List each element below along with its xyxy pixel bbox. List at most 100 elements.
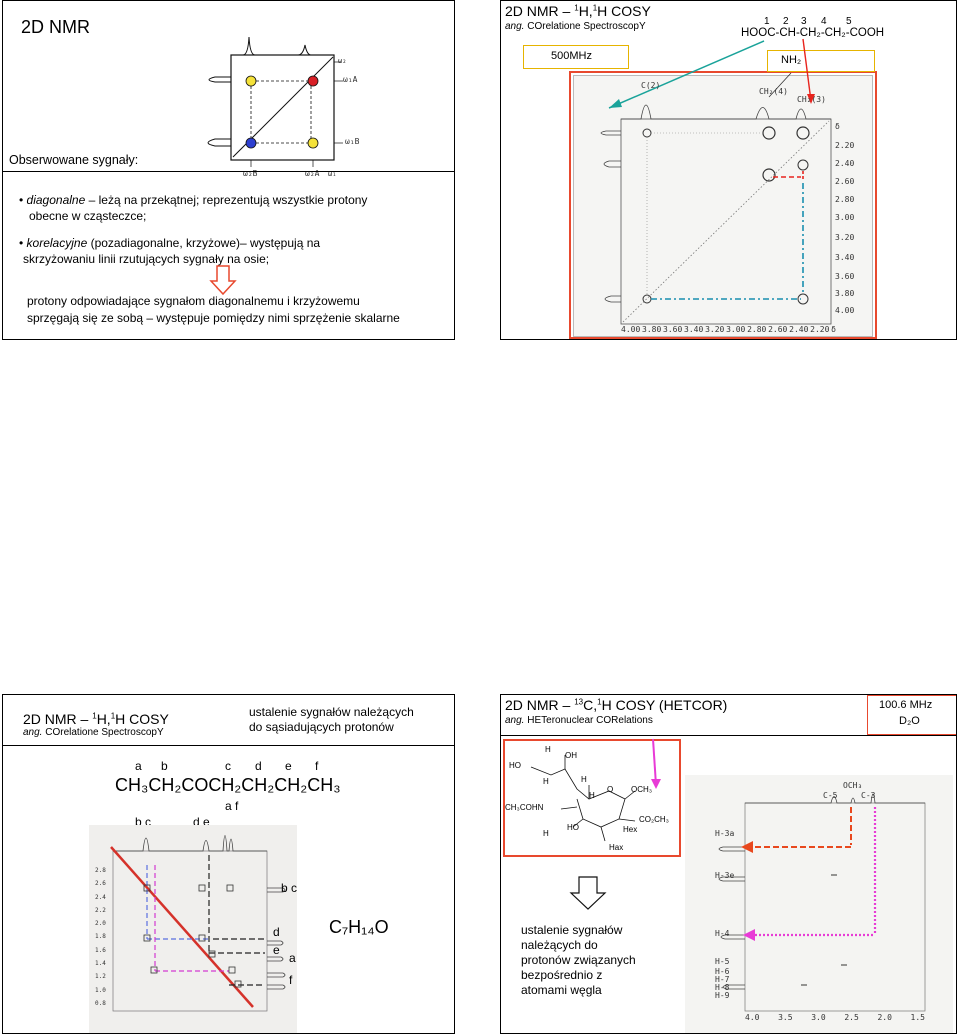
molecular-formula: C₇H₁₄O xyxy=(329,917,389,937)
caption-line4: bezpośrednio z xyxy=(521,968,603,982)
hetcor-label-h3e: H-3e xyxy=(715,871,735,880)
frequency-box xyxy=(867,695,956,735)
title-text: H COSY (HETCOR) xyxy=(601,697,728,713)
struct-h-7: H xyxy=(543,777,549,786)
slide-subtitle: ang. HETeronuclear CORelations xyxy=(505,715,653,726)
title-text: 2D NMR – xyxy=(505,697,575,713)
slide-hetcor: 2D NMR – 13C,1H COSY (HETCOR) ang. HETer… xyxy=(500,694,957,1034)
heading-underline xyxy=(3,171,454,172)
atom-number-4: 4 xyxy=(821,16,827,27)
spectrum-label-c2: C(2) xyxy=(641,81,661,90)
subtitle-ang: ang. xyxy=(23,727,43,738)
slide-title: 2D NMR – 13C,1H COSY (HETCOR) xyxy=(505,697,727,713)
bullet-correlation: • korelacyjne (pozadiagonalne, krzyżowe)… xyxy=(19,236,320,250)
x-tick: 3.20 xyxy=(705,325,725,334)
subtitle-ang: ang. xyxy=(505,715,525,726)
axis-omega2-label: ω₂ xyxy=(338,57,347,65)
title-text: H COSY xyxy=(115,711,169,727)
x-tick: 2.60 xyxy=(768,325,788,334)
label-f-right: f xyxy=(289,973,293,987)
solvent-label: D₂O xyxy=(899,715,920,727)
title-sup: 1 xyxy=(92,711,97,721)
caption-line1: ustalenie sygnałów xyxy=(521,923,623,937)
omega1-a-label: ω₁A xyxy=(343,75,358,84)
struct-h-5: H xyxy=(589,791,595,800)
letter-c: c xyxy=(225,759,231,773)
subtitle-text: COrelatione SpectroscopY xyxy=(524,21,646,32)
letter-d: d xyxy=(255,759,262,773)
struct-oh: OH xyxy=(565,751,577,760)
ppm-tick: 2.8 xyxy=(95,867,106,874)
label-e-right: e xyxy=(273,943,280,957)
frequency-label: 100.6 MHz xyxy=(879,699,933,711)
title-text: H, xyxy=(96,711,111,727)
label-bc-right: b c xyxy=(281,881,298,895)
ppm-tick: 2.5 xyxy=(844,1013,859,1022)
ppm-2-20: 2.20 xyxy=(835,141,855,150)
slide-title: 2D NMR – 1H,1H COSY xyxy=(23,711,169,727)
conclusion-line2: sprzęgają się ze sobą – występuje pomięd… xyxy=(27,311,400,325)
heading-line1: ustalenie sygnałów należących xyxy=(249,705,414,719)
spectrum-label-ch2-4: CH₂(4) xyxy=(759,87,788,96)
title-sup: 13 xyxy=(574,697,584,707)
struct-ho-ring: HO xyxy=(567,823,579,832)
title-underline xyxy=(501,735,956,736)
slide-cosy-example: 2D NMR – 1H,1H COSY ang. COrelatione Spe… xyxy=(500,0,957,340)
struct-ho-left: HO xyxy=(509,761,521,770)
struct-h-top: H xyxy=(545,745,551,754)
nh2-box xyxy=(767,50,875,72)
atom-number-3: 3 xyxy=(801,16,807,27)
slide-cosy-ketone: 2D NMR – 1H,1H COSY ang. COrelatione Spe… xyxy=(2,694,455,1034)
bullet-correlation-line2: skrzyżowaniu linii rzutujących sygnały n… xyxy=(23,252,270,266)
hetcor-label-h9: H-9 xyxy=(715,991,730,1000)
ppm-tick: 2.2 xyxy=(95,906,106,914)
ppm-tick: 2.4 xyxy=(95,893,106,901)
omega1-b-label: ω₁B xyxy=(345,137,360,146)
cosy-spectrum-scan xyxy=(573,75,873,337)
heading-underline xyxy=(3,745,454,746)
title-text: C, xyxy=(583,697,598,713)
x-tick: 2.40 xyxy=(789,325,809,334)
bullet-correlation-term: korelacyjne xyxy=(26,236,88,250)
title-sup: 1 xyxy=(597,697,602,707)
struct-co2ch3: CO₂CH₃ xyxy=(639,815,669,824)
hetcor-label-och3: OCH₃ xyxy=(843,781,863,790)
slide-2d-nmr-intro: 2D NMR xyxy=(2,0,455,340)
molecule-formula: HOOC-CH-CH₂-CH₂-COOH xyxy=(741,27,885,39)
x-tick: 3.00 xyxy=(726,325,746,334)
ppm-3-00: 3.00 xyxy=(835,213,855,222)
spectrum-label-ch2-3: CH₂(3) xyxy=(797,95,826,104)
axis-omega1-label: ω₁ xyxy=(328,170,337,178)
hetcor-label-c3: C-3 xyxy=(861,791,876,800)
struct-h-4: H xyxy=(543,829,549,838)
heading-line2: do sąsiadujących protonów xyxy=(249,720,394,734)
frequency-label: 500MHz xyxy=(551,50,592,62)
atom-number-5: 5 xyxy=(846,16,852,27)
ketone-cosy-spectrum xyxy=(89,825,297,1033)
ppm-tick: 2.6 xyxy=(95,880,106,888)
omega2-a-label: ω₂A xyxy=(305,169,320,178)
subtitle-ang: ang. xyxy=(505,21,525,32)
label-a-right: a xyxy=(289,951,296,965)
x-tick: 3.40 xyxy=(684,325,704,334)
caption-line5: atomami węgla xyxy=(521,983,602,997)
bullet-correlation-text: (pozadiagonalne, krzyżowe)– występują na xyxy=(87,236,321,250)
ppm-4-00: 4.00 xyxy=(835,306,855,315)
ppm-tick: 3.0 xyxy=(811,1013,826,1022)
x-tick: δ xyxy=(831,325,836,334)
ppm-tick: 0.8 xyxy=(95,999,106,1007)
title-sup: 1 xyxy=(110,711,116,721)
caption-line2: należących do xyxy=(521,938,598,952)
observed-signals-heading: Obserwowane sygnały: xyxy=(9,153,139,167)
delta-label: δ xyxy=(835,122,840,131)
slide-title: 2D NMR xyxy=(21,17,91,37)
title-text: 2D NMR – xyxy=(505,3,575,19)
bullet-dot: • xyxy=(19,236,27,250)
hetcor-label-h3a: H-3a xyxy=(715,829,735,838)
slide-subtitle: ang. COrelatione SpectroscopY xyxy=(505,21,646,32)
bullet-diagonal-line2: obecne w cząsteczce; xyxy=(29,209,147,223)
x-tick: 2.20 xyxy=(810,325,830,334)
atom-number-1: 1 xyxy=(764,16,770,27)
title-text: 2D NMR – xyxy=(23,711,93,727)
title-text: H COSY xyxy=(597,3,651,19)
